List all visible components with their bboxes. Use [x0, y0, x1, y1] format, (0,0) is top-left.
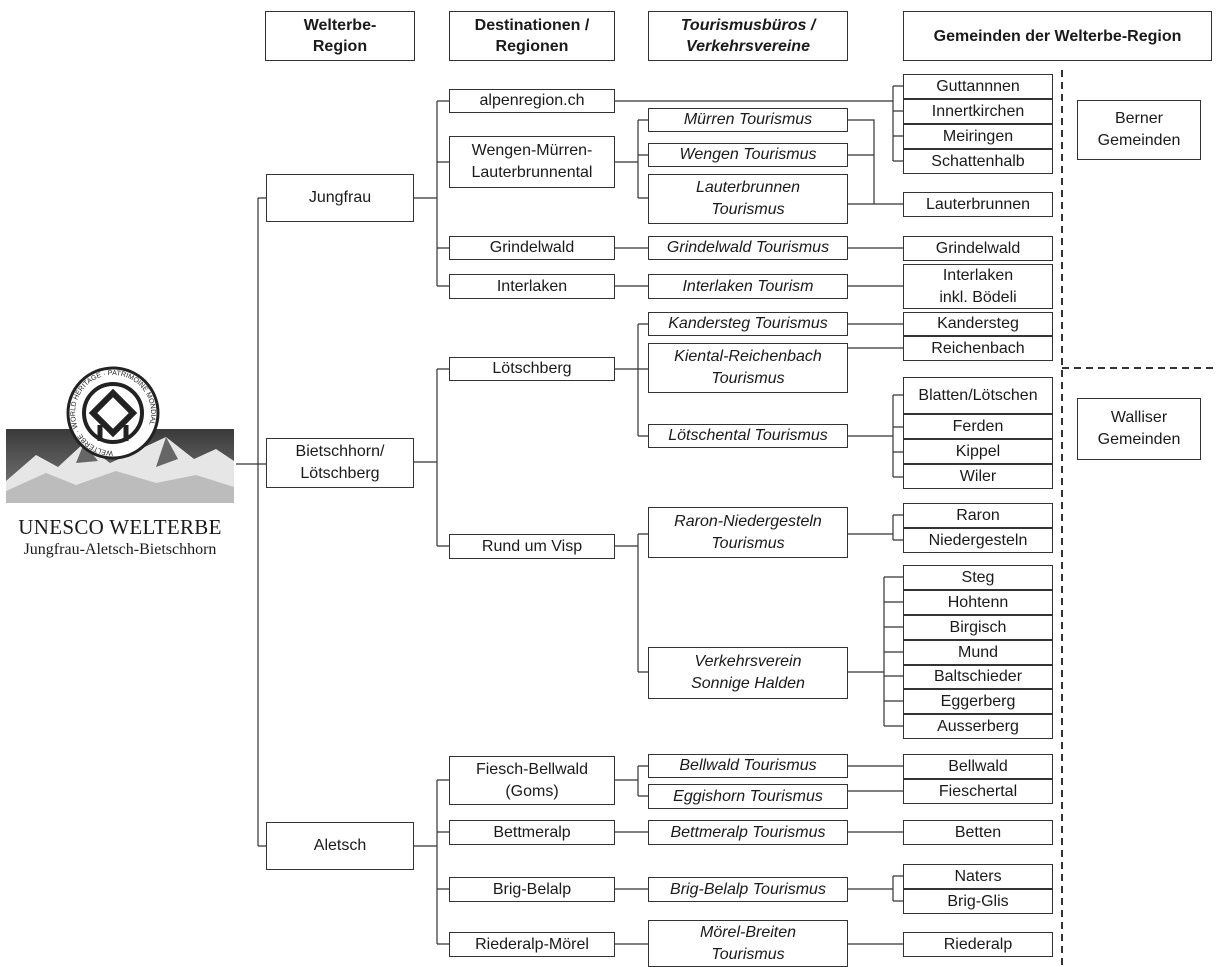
municipality-innertkirchen: Innertkirchen	[903, 99, 1053, 124]
office-moerel-breiten: Mörel-Breiten Tourismus	[648, 920, 848, 967]
label-berner-gemeinden: Berner Gemeinden	[1077, 100, 1201, 160]
office-kandersteg: Kandersteg Tourismus	[648, 312, 848, 336]
unesco-logo: WELTERBE · WORLD HERITAGE · PATRIMOINE M…	[6, 363, 234, 573]
municipality-guttannen: Guttannnen	[903, 74, 1053, 99]
municipality-ausserberg: Ausserberg	[903, 714, 1053, 739]
municipality-raron: Raron	[903, 503, 1053, 528]
office-muerren: Mürren Tourismus	[648, 108, 848, 132]
municipality-kandersteg: Kandersteg	[903, 312, 1053, 336]
office-sonnige-halden: Verkehrsverein Sonnige Halden	[648, 647, 848, 699]
municipality-baltschieder: Baltschieder	[903, 665, 1053, 689]
municipality-reichenbach: Reichenbach	[903, 336, 1053, 361]
municipality-blatten: Blatten/Lötschen	[903, 377, 1053, 414]
municipality-bellwald: Bellwald	[903, 754, 1053, 779]
header-gemeinden: Gemeinden der Welterbe-Region	[903, 11, 1212, 61]
municipality-interlaken: Interlaken inkl. Bödeli	[903, 264, 1053, 309]
office-grindelwald: Grindelwald Tourismus	[648, 236, 848, 260]
header-welterbe-region: Welterbe- Region	[265, 11, 415, 61]
office-raron-niedergesteln: Raron-Niedergesteln Tourismus	[648, 507, 848, 558]
logo-title: UNESCO WELTERBE	[18, 515, 222, 539]
municipality-kippel: Kippel	[903, 439, 1053, 464]
office-interlaken: Interlaken Tourism	[648, 274, 848, 299]
municipality-hohtenn: Hohtenn	[903, 590, 1053, 615]
label-walliser-gemeinden: Walliser Gemeinden	[1077, 398, 1201, 460]
dest-fiesch-bellwald: Fiesch-Bellwald (Goms)	[449, 756, 615, 805]
municipality-niedergesteln: Niedergesteln	[903, 528, 1053, 553]
office-loetschental: Lötschental Tourismus	[648, 424, 848, 448]
municipality-ferden: Ferden	[903, 414, 1053, 439]
municipality-lauterbrunnen: Lauterbrunnen	[903, 192, 1053, 217]
header-destinationen: Destinationen / Regionen	[449, 11, 615, 61]
dest-bettmeralp: Bettmeralp	[449, 820, 615, 845]
municipality-brig-glis: Brig-Glis	[903, 889, 1053, 914]
header-tourismusbueros: Tourismusbüros / Verkehrsvereine	[648, 11, 848, 61]
municipality-eggerberg: Eggerberg	[903, 689, 1053, 714]
office-eggishorn: Eggishorn Tourismus	[648, 784, 848, 809]
office-brig-belalp: Brig-Belalp Tourismus	[648, 877, 848, 902]
office-bettmeralp: Bettmeralp Tourismus	[648, 820, 848, 845]
region-bietschhorn: Bietschhorn/ Lötschberg	[266, 438, 414, 488]
dest-rund-um-visp: Rund um Visp	[449, 534, 615, 559]
municipality-naters: Naters	[903, 864, 1053, 889]
office-kiental-reichenbach: Kiental-Reichenbach Tourismus	[648, 343, 848, 393]
municipality-birgisch: Birgisch	[903, 615, 1053, 640]
dest-riederalp-moerel: Riederalp-Mörel	[449, 932, 615, 957]
region-aletsch: Aletsch	[266, 822, 414, 870]
municipality-steg: Steg	[903, 565, 1053, 590]
dest-brig-belalp: Brig-Belalp	[449, 877, 615, 902]
world-heritage-emblem-icon: WELTERBE · WORLD HERITAGE · PATRIMOINE M…	[6, 366, 234, 503]
municipality-riederalp: Riederalp	[903, 932, 1053, 957]
municipality-schattenhalb: Schattenhalb	[903, 149, 1053, 174]
dest-interlaken: Interlaken	[449, 274, 615, 299]
municipality-wiler: Wiler	[903, 464, 1053, 489]
municipality-grindelwald: Grindelwald	[903, 236, 1053, 261]
office-wengen: Wengen Tourismus	[648, 143, 848, 167]
municipality-meiringen: Meiringen	[903, 124, 1053, 149]
dest-grindelwald: Grindelwald	[449, 236, 615, 260]
municipality-fieschertal: Fieschertal	[903, 779, 1053, 804]
office-bellwald: Bellwald Tourismus	[648, 754, 848, 778]
logo-subtitle: Jungfrau-Aletsch-Bietschhorn	[23, 541, 217, 558]
region-jungfrau: Jungfrau	[266, 174, 414, 222]
office-lauterbrunnen: Lauterbrunnen Tourismus	[648, 174, 848, 224]
dest-wengen-muerren: Wengen-Mürren- Lauterbrunnental	[449, 136, 615, 188]
municipality-betten: Betten	[903, 820, 1053, 845]
dest-alpenregion: alpenregion.ch	[449, 89, 615, 113]
municipality-mund: Mund	[903, 640, 1053, 665]
dest-loetschberg: Lötschberg	[449, 357, 615, 381]
